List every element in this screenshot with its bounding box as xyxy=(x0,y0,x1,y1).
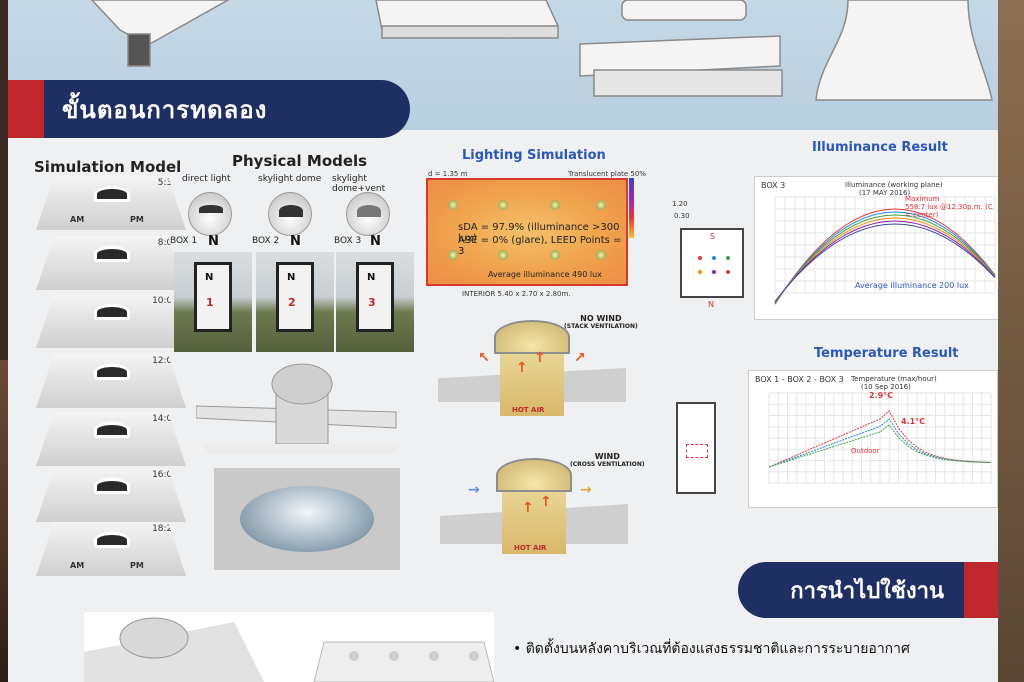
temp-chart-date: (10 Sep 2016) xyxy=(861,383,911,391)
sim-cell: 12:00 xyxy=(36,354,186,408)
box-label: BOX 2 xyxy=(252,236,280,246)
ase-text: ASE = 0% (glare), LEED Points = 3 xyxy=(458,235,622,257)
box-label: BOX 3 xyxy=(334,236,362,246)
north-marker: N xyxy=(290,234,301,249)
illuminance-series xyxy=(774,211,996,304)
illuminance-series xyxy=(774,214,996,304)
col-label: direct light xyxy=(182,174,231,184)
temp-box: BOX 1 - BOX 2 - BOX 3 xyxy=(755,375,844,384)
lighting-simulation-title: Lighting Simulation xyxy=(462,148,606,163)
installation-render xyxy=(84,612,494,682)
sda-text: sDA = 97.9% (illuminance >300 lux) xyxy=(458,222,620,244)
col-label: skylight dome+vent xyxy=(332,174,386,194)
physical-models-grid: direct light skylight dome skylight dome… xyxy=(168,174,418,354)
banner-accent xyxy=(964,562,998,618)
temperature-result-title: Temperature Result xyxy=(814,346,959,361)
max-label: Maximum xyxy=(905,195,940,203)
col-label: skylight dome xyxy=(258,174,322,184)
cross-ventilation-diagram: →→ ↑↑ HOT AIR xyxy=(440,458,628,558)
illuminance-series xyxy=(774,217,996,303)
wall-background xyxy=(994,0,1024,682)
illuminance-series xyxy=(774,220,996,303)
d-label: d = 1.35 m xyxy=(428,170,468,178)
avg-illuminance: Average illuminance 490 lux xyxy=(488,270,602,279)
poster-top-band xyxy=(8,0,998,130)
illuminance-chart: BOX 3 Illuminance (working plane) (17 MA… xyxy=(754,176,998,320)
plan-width-1: 1.20 xyxy=(672,200,688,208)
temperature-series xyxy=(768,410,992,468)
skylight-renders xyxy=(90,0,993,101)
illum-box: BOX 3 xyxy=(761,181,786,190)
physical-models-title: Physical Models xyxy=(232,152,368,170)
max-value: 558.7 lux @12:30p.m. (C = center) xyxy=(905,203,993,219)
simulation-model-title: Simulation Model xyxy=(34,158,182,176)
direct-light-icon xyxy=(188,192,232,236)
sim-cell: 10:00 xyxy=(36,294,186,348)
north-marker: N xyxy=(208,234,219,249)
dome-closeup-render xyxy=(214,468,400,570)
application-bullet: • ติดตั้งบนหลังคาบริเวณที่ต้องแสงธรรมชาต… xyxy=(513,641,910,657)
skylight-dome-icon xyxy=(268,192,312,236)
box-label: BOX 1 xyxy=(170,236,198,246)
application-title: การนำไปใช้งาน xyxy=(790,578,944,604)
illuminance-series xyxy=(774,208,996,305)
plan-north: N xyxy=(708,300,714,309)
illum-chart-date: (17 MAY 2016) xyxy=(859,189,911,197)
plate-label: Translucent plate 50% xyxy=(568,170,646,178)
skylight-roof-render xyxy=(196,363,402,454)
banner-accent xyxy=(8,80,44,138)
sim-cell: 8:00 xyxy=(36,236,186,290)
temperature-chart: BOX 1 - BOX 2 - BOX 3 Temperature (max/h… xyxy=(748,370,998,508)
procedure-title: ขั้นตอนการทดลอง xyxy=(62,95,268,124)
illuminance-series xyxy=(774,223,996,302)
color-scale xyxy=(629,178,634,238)
plan-width-2: 0.30 xyxy=(674,212,690,220)
sim-cell: 16:00 xyxy=(36,468,186,522)
box-floor-plan: S xyxy=(680,228,744,298)
skylight-vent-icon xyxy=(346,192,390,236)
illum-chart-title: Illuminance (working plane) xyxy=(845,181,943,189)
illum-avg: Average illuminance 200 lux xyxy=(855,281,969,290)
illuminance-result-title: Illuminance Result xyxy=(812,140,948,155)
temp-chart-title: Temperature (max/hour) xyxy=(851,375,937,383)
application-banner: การนำไปใช้งาน xyxy=(738,562,998,618)
box-elevation-drawing xyxy=(676,402,716,494)
sim-cell: 14:00 xyxy=(36,412,186,466)
procedure-banner: ขั้นตอนการทดลอง xyxy=(8,80,410,138)
no-wind-label: NO WIND(STACK VENTILATION) xyxy=(564,314,638,330)
delta-1: 2.9°C xyxy=(869,391,894,400)
illuminance-heatmap: sDA = 97.9% (illuminance >300 lux) ASE =… xyxy=(426,178,628,286)
delta-2: 4.1°C xyxy=(901,417,926,426)
north-marker: N xyxy=(370,234,381,249)
wind-label: WIND(CROSS VENTILATION) xyxy=(570,452,645,468)
temperature-series xyxy=(768,424,992,468)
stack-ventilation-diagram: ↑↑ ↖↗ HOT AIR xyxy=(438,320,626,420)
outdoor-label: Outdoor xyxy=(851,447,880,455)
interior-dims: INTERIOR 5.40 x 2.70 x 2.80m. xyxy=(462,290,571,298)
